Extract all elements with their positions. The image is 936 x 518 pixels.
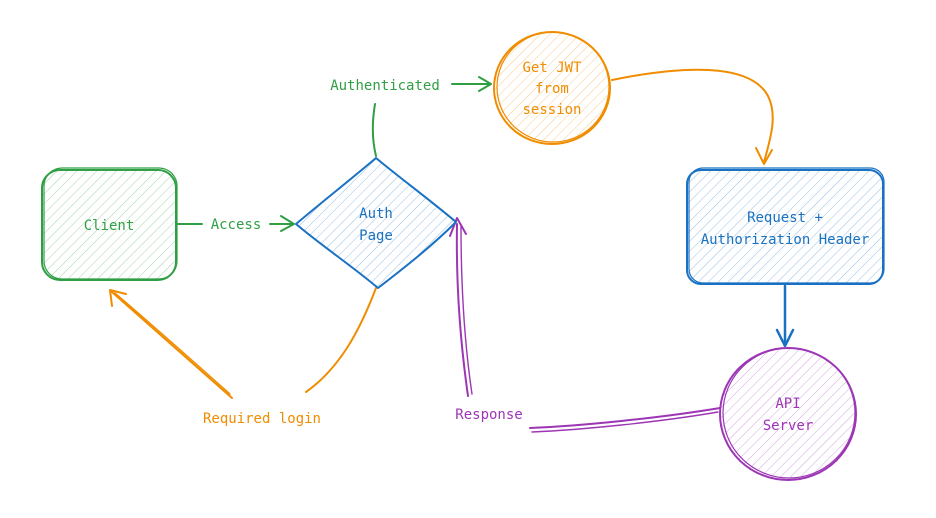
client-label: Client — [84, 218, 135, 234]
auth-page-line2: Page — [359, 228, 393, 244]
edge-required-login: Required login — [109, 287, 377, 427]
api-server-line2: Server — [763, 418, 814, 434]
auth-page-line1: Auth — [359, 206, 393, 222]
get-jwt-line2: from — [535, 81, 569, 97]
client-node: Client — [41, 167, 178, 281]
api-server-node: API Server — [719, 347, 857, 481]
auth-page-node: Auth Page — [295, 157, 457, 289]
access-label: Access — [211, 217, 262, 233]
authenticated-label: Authenticated — [330, 78, 440, 94]
response-label: Response — [455, 407, 522, 423]
required-login-label: Required login — [203, 411, 321, 427]
edge-authenticated: Authenticated — [330, 76, 492, 157]
get-jwt-node: Get JWT from session — [493, 31, 611, 145]
get-jwt-line1: Get JWT — [522, 60, 582, 76]
edge-access: Access — [177, 215, 295, 233]
api-server-line1: API — [775, 396, 800, 412]
request-line1: Request + — [747, 210, 823, 226]
request-line2: Authorization Header — [701, 232, 870, 248]
request-node: Request + Authorization Header — [686, 167, 885, 285]
edge-jwt-to-request — [611, 68, 774, 165]
get-jwt-line3: session — [522, 102, 581, 118]
edge-request-to-api — [775, 284, 795, 348]
edge-response: Response — [449, 217, 721, 433]
